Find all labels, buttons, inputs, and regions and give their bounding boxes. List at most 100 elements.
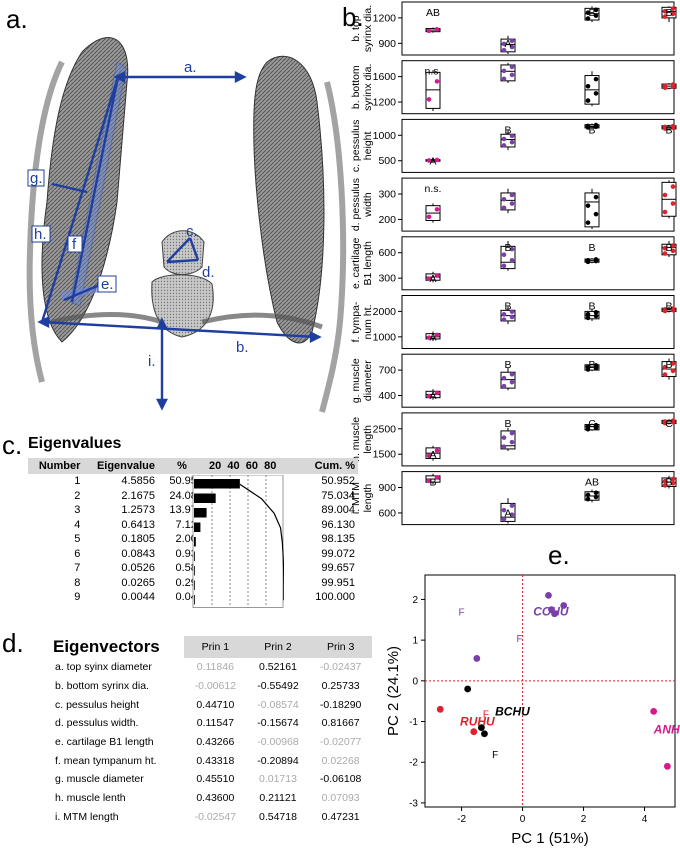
scree-bar (194, 551, 195, 561)
boxplot-point (593, 310, 599, 315)
boxplot-point (585, 220, 591, 225)
eigenvalue-cell-cum: 89.004 (321, 504, 355, 517)
boxplot-point (509, 133, 515, 139)
boxplot-tick-label: 900 (378, 38, 396, 50)
boxplot-ylabel-line: num ht. (362, 304, 374, 339)
boxplot-significance-letter: B (588, 301, 595, 313)
scree-bar (194, 566, 195, 576)
boxplot-frame (401, 412, 675, 467)
eigenvalue-cell-cum: 75.034 (321, 489, 355, 502)
boxplot-tick-label: 1600 (373, 71, 397, 83)
boxplot-point (662, 8, 668, 14)
eigenvector-value: 0.81667 (321, 717, 360, 730)
eigenvector-label: e. cartilage B1 length (55, 736, 154, 749)
boxplot-frame (401, 177, 675, 232)
boxplot-box (425, 71, 441, 109)
boxplot-point (501, 317, 507, 322)
boxplot-point (509, 201, 515, 206)
anatomy-label-i: i. (148, 353, 156, 370)
boxplot-point (434, 26, 440, 32)
boxplot-point (509, 379, 515, 385)
boxplot-point (662, 307, 668, 312)
eigenvector-label: b. bottom syrinx dia. (55, 680, 149, 693)
pca-y-tick-label: -3 (409, 798, 418, 809)
scree-bar (194, 595, 195, 605)
boxplot-tick-label: 1000 (373, 331, 397, 343)
boxplot-point (426, 478, 432, 483)
anatomy-label-boxes (27, 169, 117, 293)
pca-group-label: ANHU (653, 723, 680, 737)
boxplot-point (426, 453, 432, 459)
boxplot-point (509, 44, 515, 50)
boxplot-frame (401, 118, 675, 173)
boxplot-point (662, 245, 668, 251)
boxplot-point (501, 205, 507, 211)
boxplot-tick-label: 1000 (373, 130, 397, 142)
col-eigenvalue: Eigenvalue (83, 458, 159, 474)
boxplot-significance-letter: A (429, 390, 436, 402)
boxplot-tick-label: 900 (378, 482, 396, 494)
panel-label-e: e. (548, 540, 570, 570)
eigenvalues-table: Number Eigenvalue % 20 40 60 80 Cum. % 1… (28, 458, 358, 605)
boxplot-point (670, 248, 676, 254)
boxplot-significance-letter: C (588, 418, 596, 430)
anatomy-label-b: b. (236, 339, 249, 356)
boxplot-significance-letter: AB (426, 7, 440, 19)
eigenvector-value: 0.07093 (321, 792, 360, 805)
eigenvector-value: -0.20894 (257, 754, 299, 767)
eigenvector-value: 0.43318 (196, 754, 235, 767)
boxplot-point (434, 79, 440, 84)
boxplot-point (585, 10, 591, 16)
eigenvalue-cell-ev: 0.0265 (121, 576, 156, 589)
anatomy-label-d: d. (202, 264, 215, 281)
boxplot-significance-letter: B (504, 242, 511, 254)
anatomy-label-e: e. (101, 276, 114, 293)
eigenvalues-title: Eigenvalues (28, 435, 122, 452)
boxplot-ylabel-line: syrinx dia. (362, 64, 374, 111)
boxplot-point (662, 14, 668, 19)
boxplot-point (593, 76, 599, 82)
pca-point-cohu (560, 602, 568, 609)
pca-y-tick-label: -1 (409, 717, 418, 728)
boxplot-point (662, 83, 668, 88)
boxplot-point (509, 38, 515, 43)
boxplot-point (501, 197, 507, 202)
scree-bar (194, 522, 201, 532)
eigenvalue-cell-cum: 100.000 (315, 591, 355, 604)
boxplot-box (584, 364, 600, 371)
boxplot-significance-letter: A (504, 38, 511, 50)
boxplot-ylabel-line: length (362, 425, 374, 454)
eigenvector-value: 0.43600 (196, 792, 235, 805)
boxplot-box (500, 245, 516, 270)
boxplot-box (584, 192, 600, 228)
boxplot-significance-letter: B (588, 124, 595, 136)
col-prin3: Prin 3 (309, 636, 372, 658)
boxplot-point (593, 422, 599, 428)
boxplot-point (670, 476, 676, 482)
boxplot-tick-label: 700 (378, 365, 396, 377)
pca-point-ruhu (436, 705, 444, 713)
col-number: Number (28, 458, 84, 474)
eigenvector-value: -0.15674 (257, 717, 299, 730)
boxplot-point (509, 371, 515, 377)
boxplot-significance-letter: B (665, 301, 672, 313)
pca-group-label: BCHU (495, 704, 530, 718)
boxplot-significance-letter: B (665, 7, 672, 19)
boxplot-point (662, 209, 668, 215)
boxplot-frame (401, 236, 675, 291)
anatomy-label-g: g. (30, 170, 43, 187)
boxplot-tick-label: 300 (378, 273, 396, 285)
boxplot-tick-label: 500 (378, 155, 396, 167)
boxplot-ylabel: b. topsyrinx dia. (350, 5, 374, 52)
eigenvector-value: 0.02268 (321, 754, 360, 767)
eigenvalue-cell-n: 6 (74, 547, 81, 560)
